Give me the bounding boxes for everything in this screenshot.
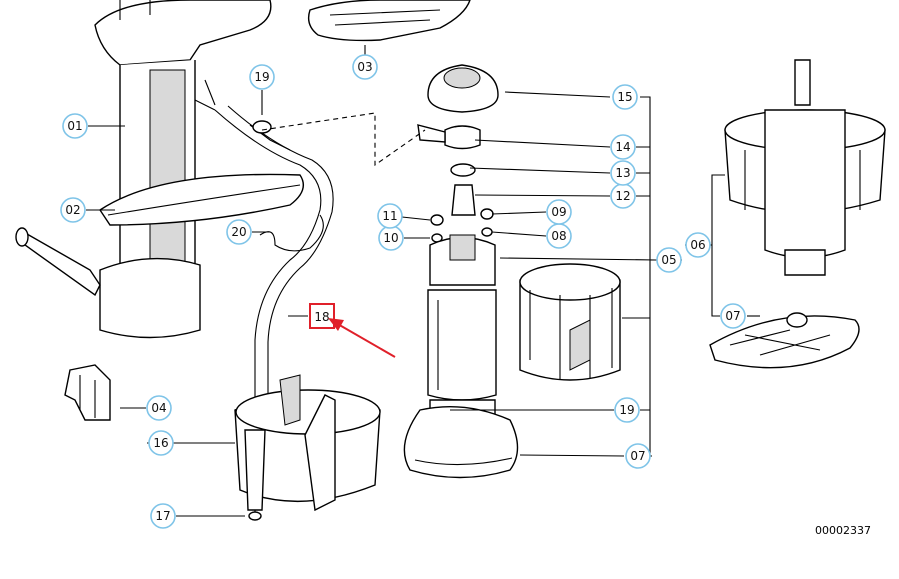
callout-09[interactable]: 09 [546,199,572,225]
callout-14-label: 14 [615,140,630,154]
callout-07-bottom-label: 07 [630,449,645,463]
bracket-part-16 [234,374,381,521]
filler-housing-part [15,0,304,339]
callout-18-highlight-box [309,303,335,329]
callout-09-label: 09 [551,205,566,219]
callout-01[interactable]: 01 [62,113,88,139]
callout-20[interactable]: 20 [226,219,252,245]
callout-01-label: 01 [67,119,82,133]
callout-14[interactable]: 14 [610,134,636,160]
callout-07-right-label: 07 [725,309,740,323]
callout-15[interactable]: 15 [612,84,638,110]
callout-16-label: 16 [153,436,168,450]
callout-19-top[interactable]: 19 [249,64,275,90]
callout-19-bottom-label: 19 [619,403,634,417]
callout-17-label: 17 [155,509,170,523]
callout-06-label: 06 [690,238,705,252]
callout-08[interactable]: 08 [546,223,572,249]
callout-17[interactable]: 17 [150,503,176,529]
filter-strainer-part-07 [709,312,860,369]
callout-02[interactable]: 02 [60,197,86,223]
callout-11[interactable]: 11 [377,203,403,229]
callout-05[interactable]: 05 [656,247,682,273]
highlight-arrow [328,318,396,358]
callout-04-label: 04 [151,401,166,415]
pump-cage-part [519,263,621,381]
callout-05-label: 05 [661,253,676,267]
callout-02-label: 02 [65,203,80,217]
leader-lines [86,45,760,517]
callout-18-label: 18 [314,310,329,324]
callout-11-label: 11 [382,209,397,223]
callout-10-label: 10 [383,231,398,245]
callout-03-label: 03 [357,60,372,74]
bracket-part-03 [307,0,471,42]
fuel-hose-part [214,105,334,415]
callout-07-bottom[interactable]: 07 [625,443,651,469]
callout-04[interactable]: 04 [146,395,172,421]
callout-20-label: 20 [231,225,246,239]
callout-16[interactable]: 16 [148,430,174,456]
callout-03[interactable]: 03 [352,54,378,80]
diagram-id: 00002337 [815,524,871,537]
callout-19-bottom[interactable]: 19 [614,397,640,423]
callout-08-label: 08 [551,229,566,243]
callout-13[interactable]: 13 [610,160,636,186]
callout-13-label: 13 [615,166,630,180]
callout-07-right[interactable]: 07 [720,303,746,329]
callout-12[interactable]: 12 [610,183,636,209]
callout-18-highlighted[interactable]: 18 [309,303,335,329]
callout-06[interactable]: 06 [685,232,711,258]
clip-part-04 [64,364,111,421]
callout-15-label: 15 [617,90,632,104]
callout-10[interactable]: 10 [378,225,404,251]
pump-assembly-part-06 [724,59,886,276]
fuel-pump-assembly [403,64,519,479]
callout-19-top-label: 19 [254,70,269,84]
callout-12-label: 12 [615,189,630,203]
